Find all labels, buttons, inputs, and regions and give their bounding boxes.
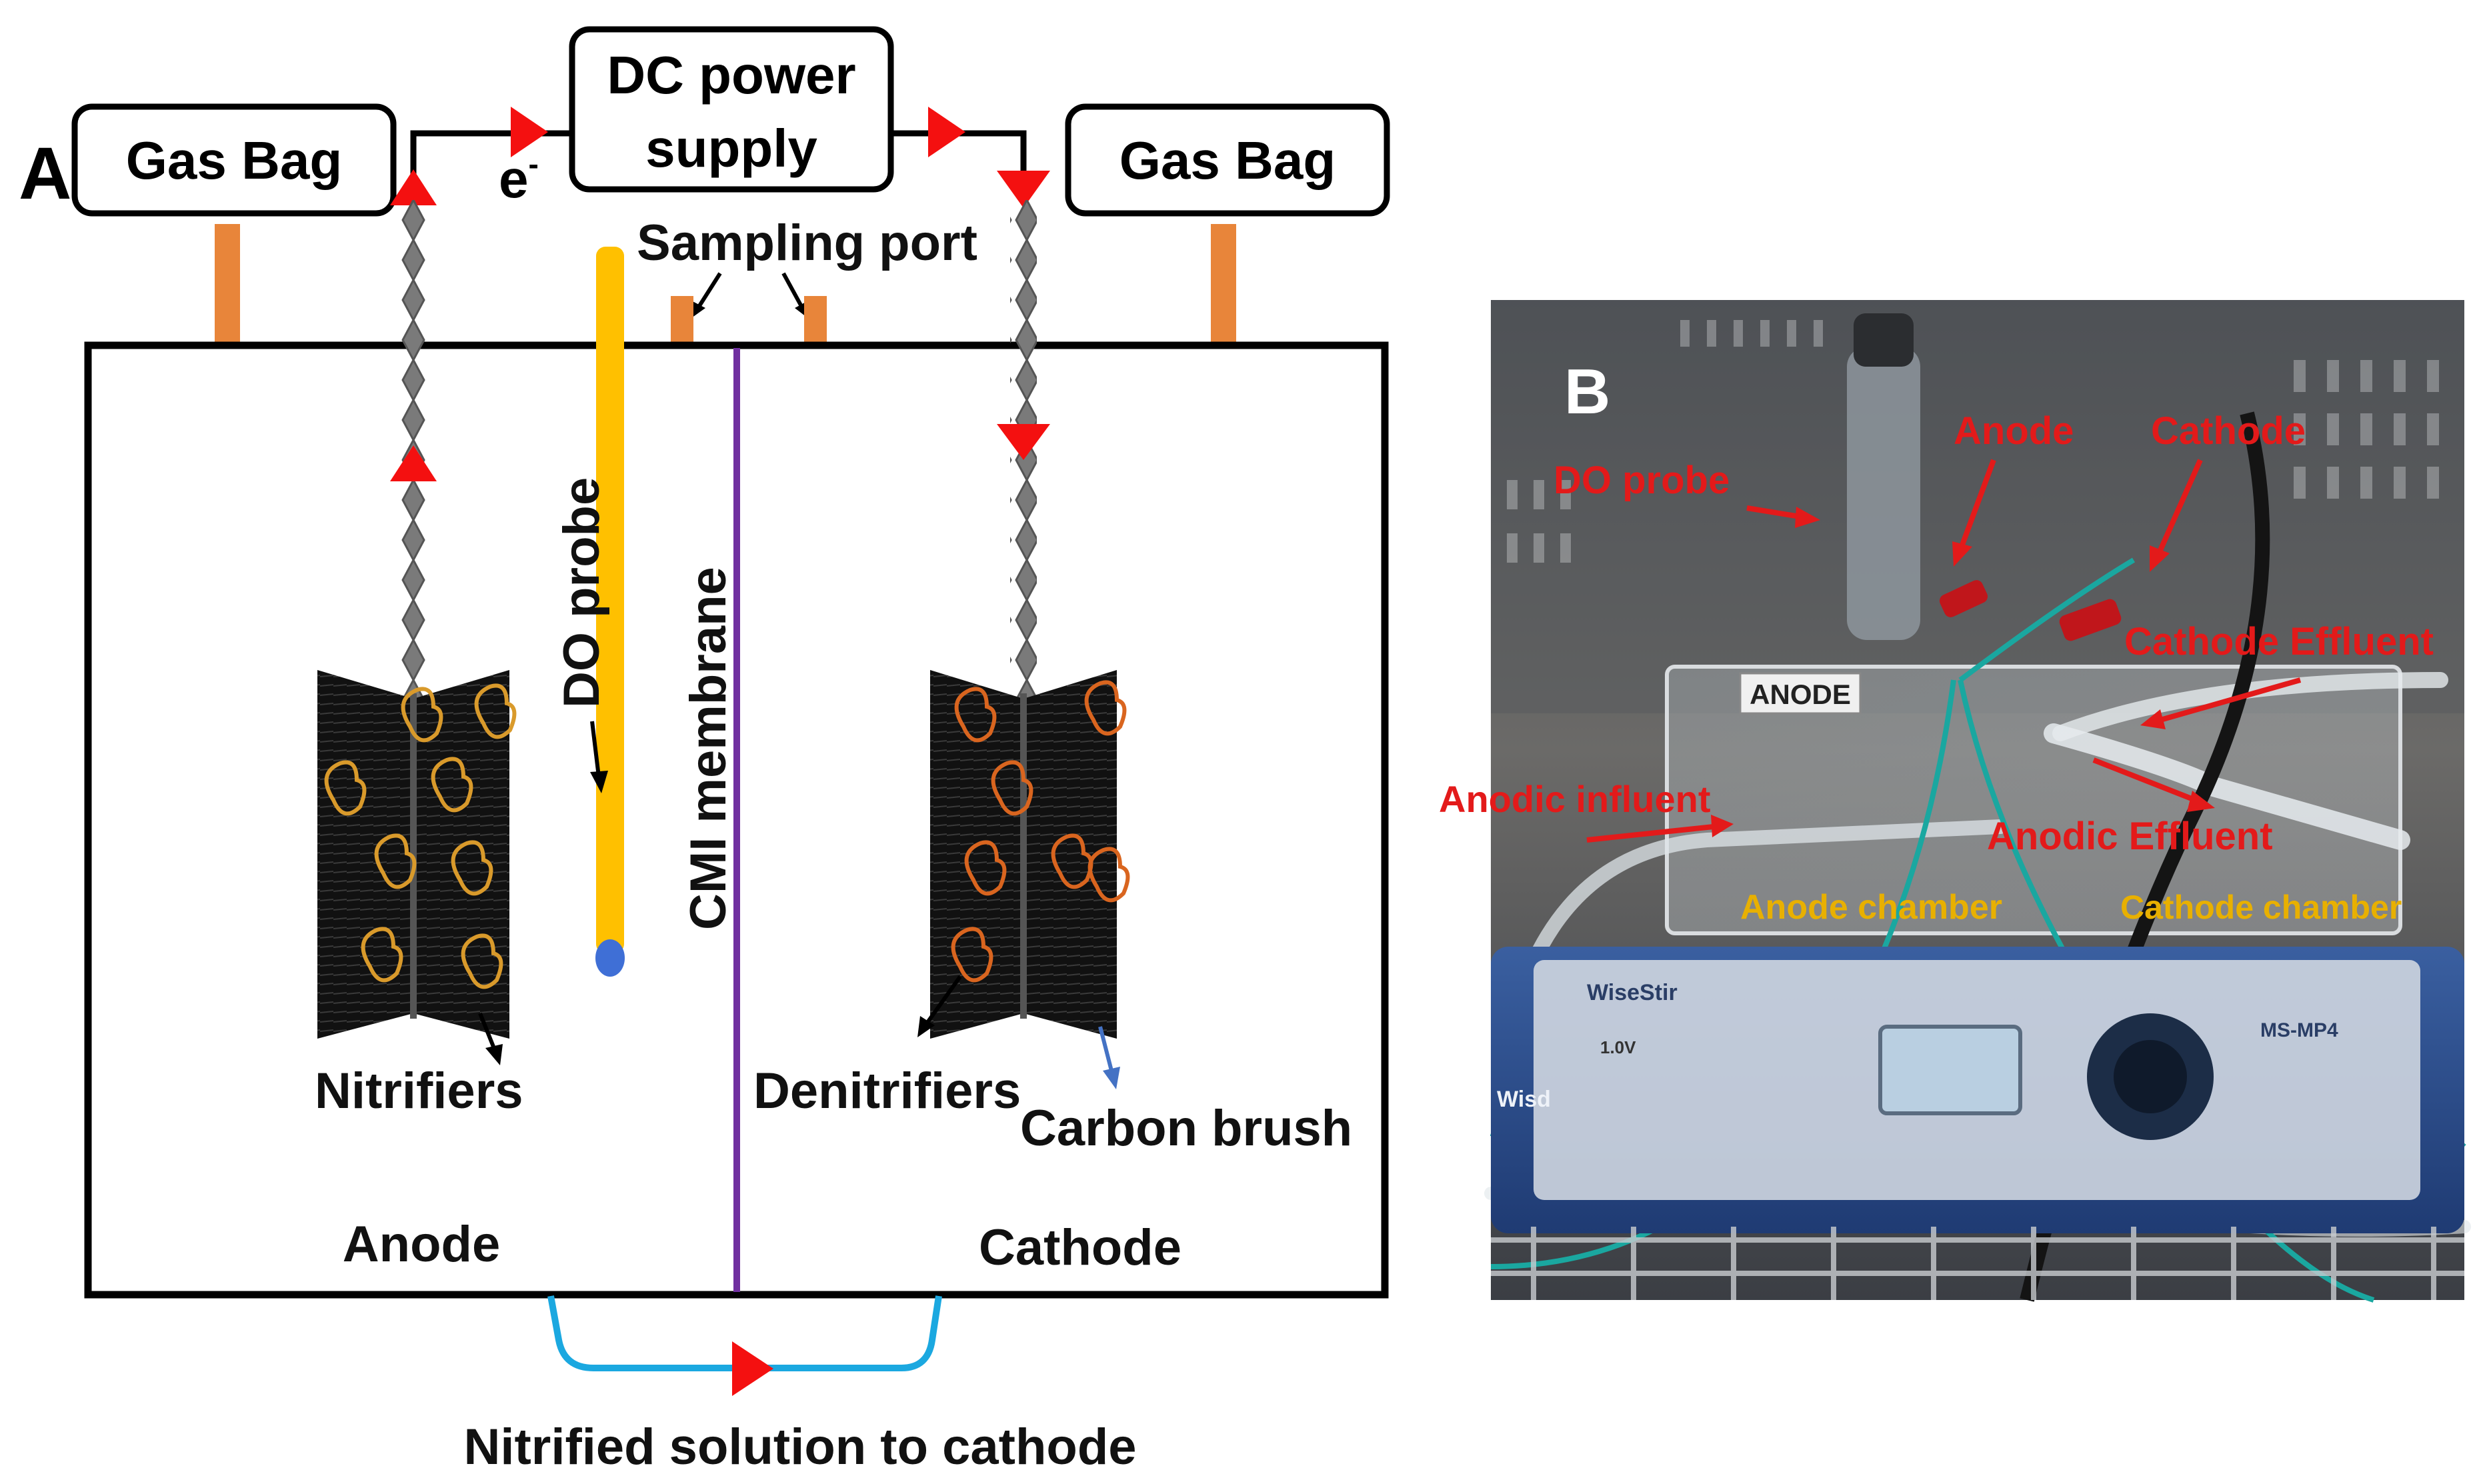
- gas-port-right: [1211, 224, 1236, 348]
- photo-stirrer-brand: WiseStir: [1587, 980, 1678, 1005]
- photo-label-do-probe: DO probe: [1554, 459, 1730, 502]
- photo-stirrer-display: [1878, 1025, 2022, 1115]
- current-arrow-4: [390, 169, 437, 205]
- anode-arrow-up: [390, 445, 437, 481]
- nitrifiers-label: Nitrifiers: [315, 1063, 523, 1119]
- do-probe-pointer: [590, 721, 601, 777]
- carbon-brush-label: Carbon brush: [1020, 1100, 1352, 1157]
- denitrifiers-pointer: [925, 975, 962, 1025]
- nitrifiers-pointer: [478, 1012, 497, 1051]
- denitrifier-bacteria: [951, 680, 1130, 983]
- photo-pointers: [1586, 459, 2302, 843]
- membrane-label: CMI membrane: [680, 567, 737, 930]
- denitrifiers-label: Denitrifiers: [753, 1063, 1021, 1119]
- sampling-port-right: [804, 296, 827, 348]
- photo-do-probe: [1847, 347, 1920, 640]
- power-supply-line2: supply: [645, 119, 817, 178]
- photo-reactor: [1665, 665, 2402, 935]
- current-arrow-3: [997, 171, 1050, 208]
- carbon-brush-pointer: [1098, 1026, 1114, 1074]
- photo-stirrer-voltage: 1.0V: [1600, 1037, 1636, 1057]
- current-arrow-2: [928, 107, 965, 157]
- do-probe-tip: [595, 939, 625, 977]
- gas-bag-left-label: Gas Bag: [126, 131, 343, 190]
- photo-label-cathode-chamber: Cathode chamber: [2120, 889, 2402, 926]
- current-arrow-1: [511, 107, 548, 157]
- photo-stirrer-model: MS-MP4: [2260, 1019, 2338, 1041]
- power-supply-box: [569, 26, 894, 193]
- electron-label: e-: [499, 147, 539, 209]
- sampling-port-left: [671, 296, 693, 348]
- photo-stirrer-side: Wisd: [1497, 1087, 1551, 1112]
- anode-label: Anode: [343, 1216, 500, 1273]
- gas-port-left: [215, 224, 240, 348]
- sampling-pointer-2: [781, 272, 805, 311]
- do-probe-pointer-head: [590, 771, 608, 793]
- gas-bag-right-box: [1065, 103, 1390, 217]
- cathode-arrow-down: [997, 424, 1050, 460]
- photo-label-cathode: Cathode: [2151, 409, 2306, 453]
- sampling-port-label: Sampling port: [637, 215, 977, 271]
- transfer-pipe-arrow: [732, 1341, 773, 1396]
- panel-a: A Gas Bag DC power supply Gas Bag e- Sam…: [19, 26, 1390, 1475]
- power-supply-line1: DC power: [607, 45, 855, 105]
- denitrifiers-pointer-head: [917, 1016, 935, 1037]
- cathode-carbon-brush: [930, 670, 1117, 1039]
- carbon-brush-pointer-head: [1103, 1067, 1120, 1089]
- panel-b-photo: ANODE WiseStir MS-MP4 Wisd 1.0V: [1439, 300, 2471, 1303]
- photo-label-cathode-effluent: Cathode Effluent: [2124, 620, 2434, 663]
- panel-a-letter: A: [19, 133, 71, 215]
- gas-bag-left-box: [71, 103, 397, 217]
- sampling-pointer-1: [695, 272, 722, 311]
- photo-label-anodic-influent: Anodic influent: [1439, 778, 1711, 820]
- do-probe-label: DO probe: [553, 477, 610, 708]
- photo-label-anode-chamber: Anode chamber: [1740, 888, 2002, 927]
- bottom-caption: Nitrified solution to cathode: [463, 1419, 1136, 1475]
- photo-cathode-clip: [2059, 599, 2122, 641]
- photo-anode-plate: [1739, 672, 1862, 715]
- anode-carbon-brush: [317, 670, 509, 1039]
- photo-anode-clip: [1939, 580, 1988, 617]
- nitrifiers-pointer-head: [485, 1044, 503, 1065]
- nitrifier-bacteria: [324, 683, 517, 989]
- gas-bag-right-label: Gas Bag: [1119, 131, 1336, 190]
- photo-shelf: [1491, 1227, 2464, 1300]
- photo-label-anode: Anode: [1954, 409, 2074, 453]
- circuit-wire-right: [891, 130, 1027, 193]
- photo-probe-cap: [1854, 313, 1914, 367]
- panel-b-letter: B: [1564, 356, 1610, 427]
- circuit-wire-left: [410, 130, 572, 200]
- photo-anode-plate-text: ANODE: [1750, 679, 1851, 710]
- cathode-label: Cathode: [979, 1219, 1181, 1276]
- photo-stirrer-knob-inner: [2114, 1040, 2187, 1113]
- photo-label-anodic-effluent: Anodic Effluent: [1987, 815, 2273, 858]
